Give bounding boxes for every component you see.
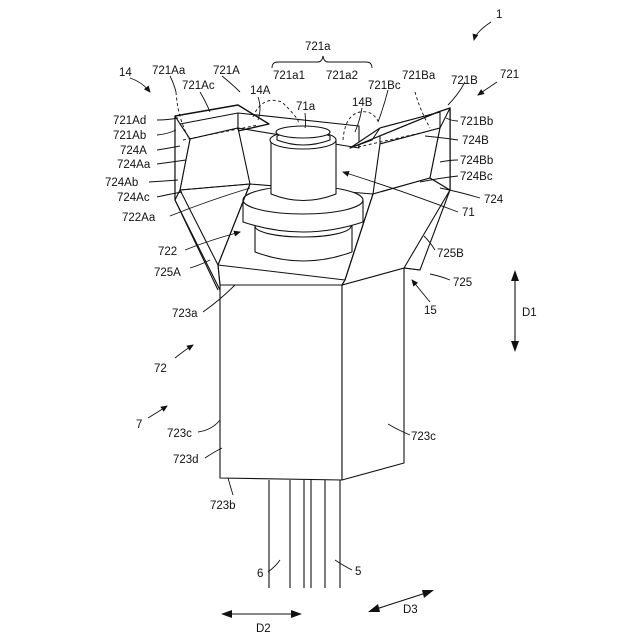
label-723b: 723b xyxy=(210,500,236,512)
label-724Ab: 724Ab xyxy=(105,177,138,189)
wires xyxy=(269,480,340,588)
label-723a: 723a xyxy=(172,308,198,320)
label-71: 71 xyxy=(462,207,475,219)
label-721a1: 721a1 xyxy=(273,70,305,82)
label-721Ab: 721Ab xyxy=(113,130,146,142)
label-721a: 721a xyxy=(305,41,331,53)
label-15: 15 xyxy=(424,305,437,317)
label-722Aa: 722Aa xyxy=(122,212,156,224)
label-724A: 724A xyxy=(120,145,147,157)
label-721a2: 721a2 xyxy=(326,70,358,82)
label-723d: 723d xyxy=(173,454,199,466)
label-72: 72 xyxy=(154,363,167,375)
label-721Aa: 721Aa xyxy=(152,65,186,77)
label-724Bb: 724Bb xyxy=(460,155,493,167)
label-D2: D2 xyxy=(256,623,271,635)
label-724Ac: 724Ac xyxy=(117,192,150,204)
label-14A: 14A xyxy=(250,85,271,97)
label-724Bc: 724Bc xyxy=(460,171,493,183)
label-725B: 725B xyxy=(437,248,464,260)
label-5: 5 xyxy=(355,566,361,578)
label-721Bb: 721Bb xyxy=(460,116,493,128)
label-721: 721 xyxy=(500,69,519,81)
label-721B: 721B xyxy=(451,75,478,87)
label-fig-1: 1 xyxy=(496,9,502,21)
label-D3: D3 xyxy=(403,604,418,616)
body-723 xyxy=(220,268,404,480)
label-724: 724 xyxy=(484,194,504,206)
label-14B: 14B xyxy=(352,97,373,109)
button-71 xyxy=(243,126,363,261)
label-724Aa: 724Aa xyxy=(117,159,151,171)
label-721Ad: 721Ad xyxy=(113,115,146,127)
label-725A: 725A xyxy=(154,267,181,279)
label-71a: 71a xyxy=(296,101,316,113)
label-14: 14 xyxy=(119,67,132,79)
label-722: 722 xyxy=(158,246,177,258)
label-725: 725 xyxy=(453,277,472,289)
label-6: 6 xyxy=(257,568,263,580)
label-721Ac: 721Ac xyxy=(182,80,215,92)
label-721Ba: 721Ba xyxy=(402,70,436,82)
label-724B: 724B xyxy=(462,135,489,147)
label-7: 7 xyxy=(136,419,142,431)
label-721Bc: 721Bc xyxy=(368,80,401,92)
label-723c-right: 723c xyxy=(411,431,436,443)
label-721A: 721A xyxy=(213,65,240,77)
label-D1: D1 xyxy=(522,307,537,319)
label-723c-left: 723c xyxy=(167,428,192,440)
